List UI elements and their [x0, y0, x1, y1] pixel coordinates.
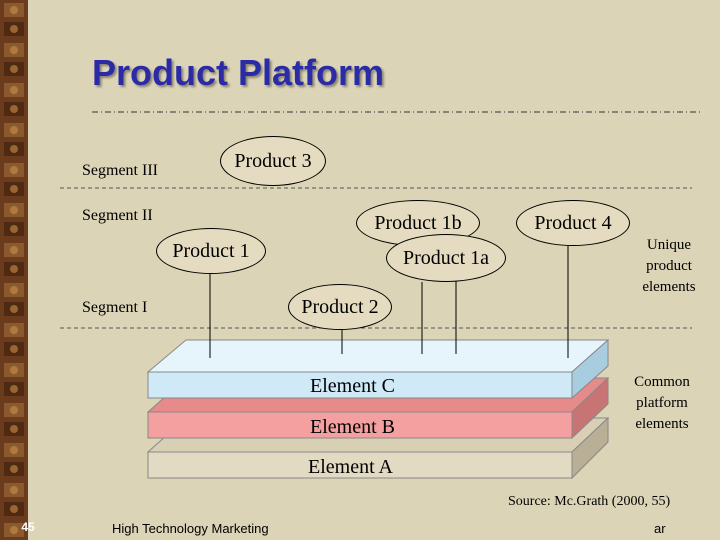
product-2-oval: Product 2 [288, 284, 392, 330]
common-note-line: platform [636, 395, 688, 411]
product-1a-oval: Product 1a [386, 234, 506, 282]
slide-title: Product Platform [92, 52, 385, 93]
element-a-label: Element A [308, 456, 393, 478]
footer-text: High Technology Marketing [112, 521, 269, 536]
element-c-slab [147, 371, 573, 399]
element-b-slab [147, 411, 573, 439]
common-elements-note: Common platform elements [622, 372, 702, 435]
unique-elements-note: Unique product elements [634, 235, 704, 298]
segment-ii-label: Segment II [82, 207, 153, 224]
product-4-oval: Product 4 [516, 200, 630, 246]
unique-note-line: elements [642, 279, 696, 295]
page-number: 45 [21, 520, 35, 534]
segment-i-label: Segment I [82, 299, 148, 316]
common-note-line: elements [635, 416, 689, 432]
segment-iii-label: Segment III [82, 162, 158, 179]
element-a-slab [147, 451, 573, 479]
element-c-top-face [146, 339, 610, 373]
element-b-label: Element B [310, 416, 395, 438]
product-1-oval: Product 1 [156, 228, 266, 274]
sidebar-pattern [0, 0, 28, 540]
footer-initials: ar [654, 521, 666, 536]
product-3-oval: Product 3 [220, 136, 326, 186]
unique-note-line: product [646, 258, 692, 274]
unique-note-line: Unique [646, 237, 692, 253]
common-note-line: Common [634, 374, 690, 390]
element-c-label: Element C [310, 375, 395, 397]
source-citation: Source: Mc.Grath (2000, 55) [508, 494, 671, 509]
